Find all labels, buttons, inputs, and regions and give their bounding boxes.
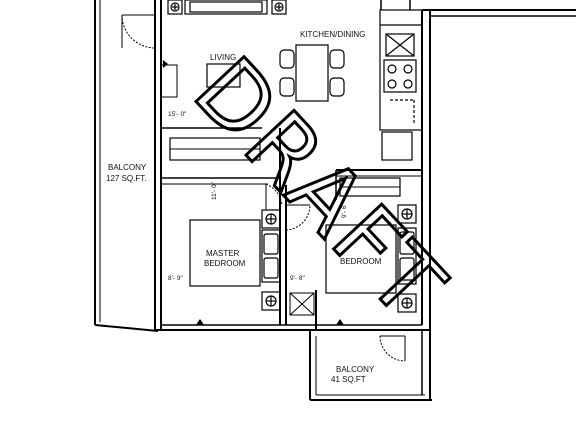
kitchen-counter bbox=[379, 9, 423, 161]
exterior-walls bbox=[154, 0, 576, 331]
label-balcony-main-1: BALCONY bbox=[108, 163, 147, 172]
label-bedroom: BEDROOM bbox=[340, 257, 382, 266]
doors bbox=[265, 183, 311, 231]
window-frame bbox=[160, 64, 178, 98]
wall-markers bbox=[163, 60, 344, 325]
dining-set bbox=[279, 44, 345, 102]
sofa bbox=[167, 0, 287, 15]
label-kitchen-dining: KITCHEN/DINING bbox=[300, 30, 365, 39]
mechanical-closet bbox=[289, 292, 315, 316]
balcony-door-arc bbox=[121, 14, 156, 49]
dim-master-depth: 9'- 8" bbox=[290, 275, 305, 282]
dim-master-width: 8'- 9" bbox=[168, 275, 183, 282]
coffee-table bbox=[206, 63, 241, 88]
label-living: LIVING bbox=[210, 53, 236, 62]
label-balcony-main-2: 127 SQ.FT. bbox=[106, 174, 146, 183]
balcony-bottom bbox=[309, 330, 432, 401]
balcony-left bbox=[94, 0, 159, 332]
label-balcony-small-2: 41 SQ.FT bbox=[331, 375, 366, 384]
label-master-2: BEDROOM bbox=[204, 259, 246, 268]
dim-living-depth: 11'- 0" bbox=[211, 181, 218, 200]
label-master-1: MASTER bbox=[206, 249, 240, 258]
dim-bedroom-depth: 9'- 6" bbox=[341, 203, 348, 218]
label-balcony-small-1: BALCONY bbox=[336, 365, 375, 374]
master-bed bbox=[189, 209, 281, 311]
dim-living-width: 15'- 0" bbox=[168, 111, 187, 118]
bedroom-bed bbox=[325, 204, 417, 313]
